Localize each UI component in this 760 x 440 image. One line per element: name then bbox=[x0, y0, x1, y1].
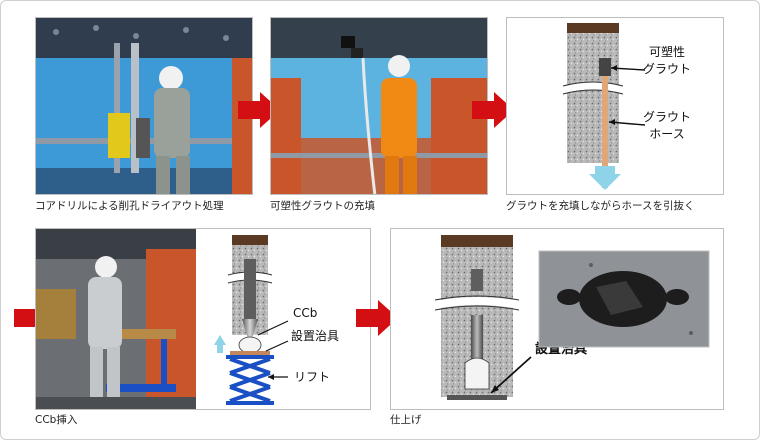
diagram-hose-withdrawal-illustration: 可塑性 グラウト グラウト ホース bbox=[562, 23, 691, 190]
caption-step-5: 仕上げ bbox=[390, 414, 422, 426]
photo-grout-filling bbox=[270, 17, 488, 195]
label-ccb: CCb bbox=[293, 306, 317, 320]
diagram-finishing: 設置治具 bbox=[434, 235, 710, 400]
diagram-hose-withdrawal: 可塑性 グラウト グラウト ホース bbox=[506, 17, 724, 195]
photo-ccb-insertion bbox=[36, 229, 196, 409]
label-grout-hose-line1: グラウト bbox=[643, 110, 691, 124]
photo-finished-installation bbox=[538, 250, 710, 348]
step-4-container: CCb 設置治具 リフト bbox=[35, 228, 371, 410]
diagram-ccb-insertion: CCb 設置治具 リフト bbox=[214, 235, 339, 405]
label-plastic-grout-line1: 可塑性 bbox=[649, 44, 685, 59]
photo-core-drilling bbox=[35, 17, 253, 195]
photo-grout-filling-illustration bbox=[271, 18, 487, 194]
photo-ccb-insertion-illustration bbox=[36, 229, 196, 409]
arrow-step-4-to-5 bbox=[356, 300, 398, 340]
arrow-step-2-to-3 bbox=[472, 92, 514, 132]
label-installation-jig: 設置治具 bbox=[291, 328, 339, 343]
photo-core-drilling-illustration bbox=[36, 18, 252, 194]
caption-step-3: グラウトを充填しながらホースを引抜く bbox=[506, 200, 695, 212]
label-lift: リフト bbox=[294, 370, 330, 384]
label-plastic-grout-line2: グラウト bbox=[643, 62, 691, 76]
arrow-step-1-to-2 bbox=[238, 92, 280, 132]
caption-step-1: コアドリルによる削孔ドライアウト処理 bbox=[35, 200, 224, 212]
caption-step-4: CCb挿入 bbox=[35, 414, 78, 426]
caption-step-2: 可塑性グラウトの充填 bbox=[270, 200, 375, 212]
step-5-container: 設置治具 bbox=[390, 228, 724, 410]
label-grout-hose-line2: ホース bbox=[649, 127, 684, 141]
